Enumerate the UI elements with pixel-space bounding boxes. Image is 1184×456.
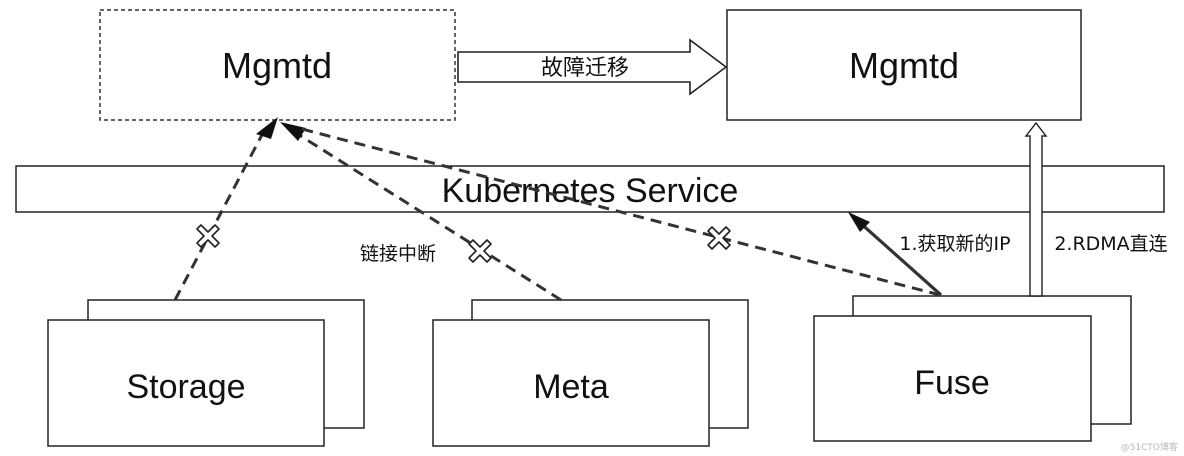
fuse-node: Fuse bbox=[813, 295, 1132, 442]
broken-link-fuse bbox=[297, 126, 941, 297]
failover-arrow: 故障迁移 bbox=[457, 38, 728, 96]
mgmtd-old-node: Mgmtd bbox=[99, 9, 456, 121]
fuse-label: Fuse bbox=[914, 364, 990, 402]
broken-link-storage bbox=[173, 117, 278, 301]
link-broken-label: 链接中断 bbox=[360, 243, 436, 265]
mgmtd-old-label: Mgmtd bbox=[222, 45, 332, 86]
get-new-ip-label: 1.获取新的IP bbox=[899, 233, 1010, 255]
get-new-ip-arrow: 1.获取新的IP bbox=[848, 212, 1011, 297]
rdma-direct-label: 2.RDMA直连 bbox=[1054, 233, 1167, 255]
storage-label: Storage bbox=[126, 368, 245, 406]
failover-label: 故障迁移 bbox=[541, 56, 629, 81]
mgmtd-new-node: Mgmtd bbox=[726, 9, 1082, 121]
cross-icon bbox=[196, 224, 220, 248]
mgmtd-new-label: Mgmtd bbox=[849, 45, 959, 86]
rdma-direct-arrow: 2.RDMA直连 bbox=[1024, 121, 1168, 297]
storage-node: Storage bbox=[47, 299, 365, 447]
meta-node: Meta bbox=[432, 299, 749, 447]
watermark: @51CTO博客 bbox=[1121, 441, 1178, 453]
cross-icon bbox=[468, 239, 492, 263]
broken-link-meta bbox=[280, 122, 562, 302]
meta-label: Meta bbox=[533, 368, 609, 406]
